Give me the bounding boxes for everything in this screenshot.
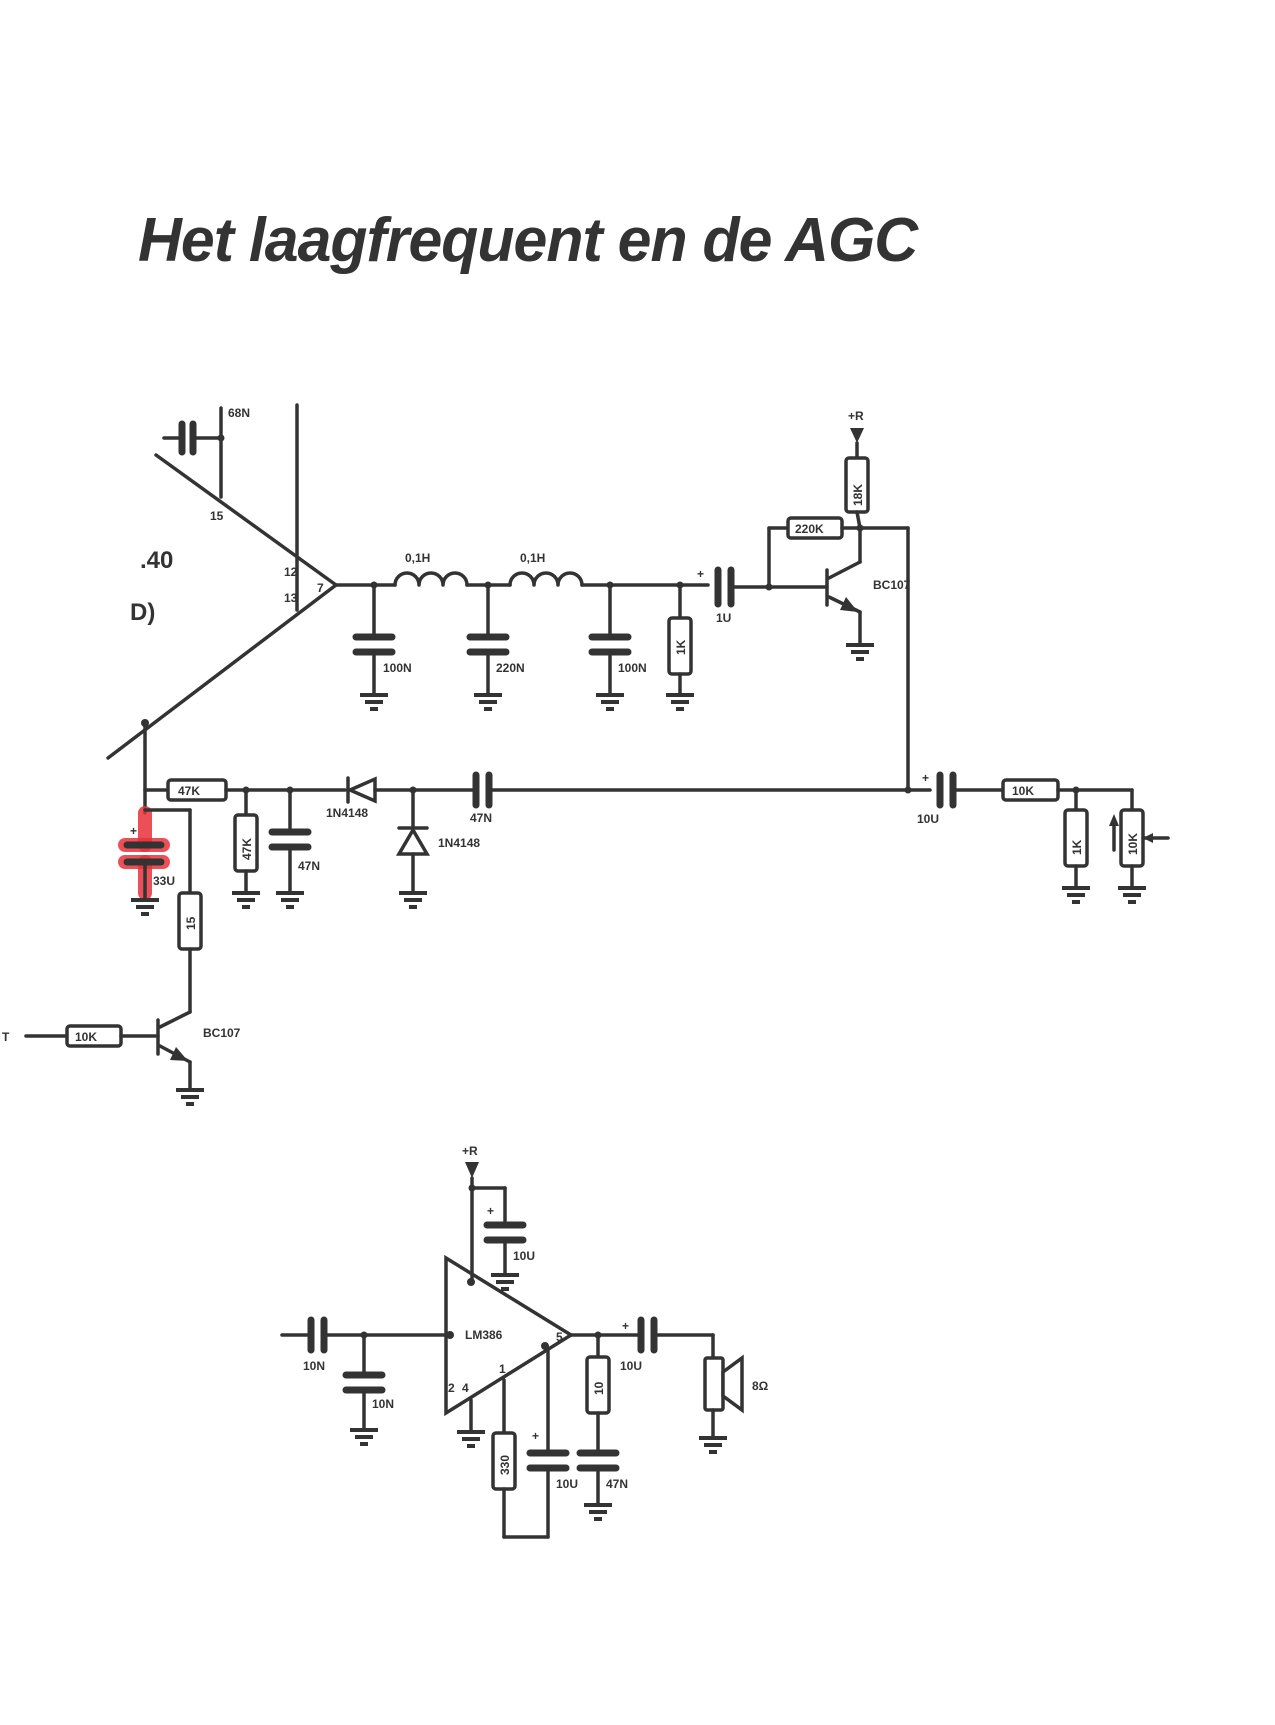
resistor-10k-base-label: 10K	[75, 1030, 97, 1044]
pin-7-label: 7	[317, 581, 324, 595]
cap-100n-a-label: 100N	[383, 661, 412, 675]
cap-47n-zobel-label: 47N	[606, 1477, 628, 1491]
ic-main: 15 12 13 7 .40 D)	[106, 403, 338, 760]
cap-68n: 68N	[162, 406, 250, 499]
preamp-supply-label: +R	[848, 409, 864, 423]
resistor-47k-series-label: 47K	[178, 784, 200, 798]
pin-2-label: 2	[448, 1381, 455, 1395]
pin-15-label: 15	[210, 509, 224, 523]
diode-series	[345, 776, 377, 804]
gain-cap-polarity: +	[532, 1429, 539, 1443]
diode-series-label: 1N4148	[326, 806, 368, 820]
inductor-1-label: 0,1H	[405, 551, 430, 565]
pin-5-label: 5	[556, 1330, 563, 1344]
lowpass-filter: 0,1H 0,1H 100N 220N 1	[334, 551, 710, 711]
ic-edge-top	[154, 453, 338, 587]
cap-220n-label: 220N	[496, 661, 525, 675]
cap-10n-shunt-label: 10N	[372, 1397, 394, 1411]
inductor-2-label: 0,1H	[520, 551, 545, 565]
agc-transistor-label: BC107	[203, 1026, 241, 1040]
pin-1-label: 1	[499, 1362, 506, 1376]
output-cap-polarity: +	[622, 1319, 629, 1333]
cap-100n-a: 100N	[352, 581, 412, 711]
agc-line: 47K 47K 47N 1N4148 1N4148 47N	[141, 719, 932, 909]
output-network: + 10U 10K 1K 10K	[917, 771, 1170, 904]
resistor-330-label: 330	[498, 1455, 512, 1475]
amp-supply-polarity: +	[487, 1204, 494, 1218]
amp-supply-label: +R	[462, 1144, 478, 1158]
agc-polarity: +	[130, 824, 137, 838]
resistor-18k-label: 18K	[851, 484, 865, 506]
preamp-polarity: +	[697, 567, 704, 581]
cap-47n-shunt-label: 47N	[298, 859, 320, 873]
cap-1u-label: 1U	[716, 611, 731, 625]
cap-10u-output-label: 10U	[917, 812, 939, 826]
resistor-1k-shunt	[1063, 808, 1089, 868]
pin-12-label: 12	[284, 565, 298, 579]
cap-33u-label: 33U	[153, 874, 175, 888]
ic-suffix-fragment: D)	[130, 599, 155, 626]
pin-13-label: 13	[284, 591, 298, 605]
resistor-1k-shunt-label: 1K	[1070, 839, 1084, 855]
speaker-icon	[703, 1354, 744, 1414]
cap-10u-gain-label: 10U	[556, 1477, 578, 1491]
volume-pot-label: 10K	[1126, 833, 1140, 855]
cap-10u-supply-label: 10U	[513, 1249, 535, 1263]
resistor-47k-shunt-label: 47K	[240, 838, 254, 860]
resistor-15-label: 15	[184, 916, 198, 930]
cap-10n-input-label: 10N	[303, 1359, 325, 1373]
speaker-label: 8Ω	[752, 1379, 769, 1393]
cap-100n-b: 100N	[588, 581, 647, 711]
lm386-label: LM386	[465, 1328, 503, 1342]
resistor-10-label: 10	[592, 1381, 606, 1395]
ic-number-fragment: .40	[140, 547, 173, 574]
output-polarity: +	[922, 771, 929, 785]
cap-220n: 220N	[466, 581, 525, 711]
preamp-transistor-label: BC107	[873, 578, 911, 592]
cap-47n-coupling-label: 47N	[470, 811, 492, 825]
diode-shunt-label: 1N4148	[438, 836, 480, 850]
pin-4-label: 4	[462, 1381, 469, 1395]
inductor-1	[393, 571, 469, 587]
resistor-1k-load-label: 1K	[674, 639, 688, 655]
cap-68n-label: 68N	[228, 406, 250, 420]
cap-100n-b-label: 100N	[618, 661, 647, 675]
resistor-10k-series-label: 10K	[1012, 784, 1034, 798]
resistor-1k-load: 1K	[664, 581, 696, 711]
power-amp: LM386 2 4 1 5 +R + 10U 10N 10N	[280, 1144, 769, 1539]
resistor-220k-label: 220K	[795, 522, 824, 536]
page-title: Het laagfrequent en de AGC	[138, 206, 918, 275]
inductor-2	[508, 571, 584, 587]
agc-control: + 33U 15 T 10K BC107	[2, 806, 241, 1106]
preamp-stage: + 1U 220K +R 18K BC107	[697, 409, 911, 792]
diode-shunt	[395, 826, 431, 856]
cap-10u-output-amp-label: 10U	[620, 1359, 642, 1373]
agc-input-fragment: T	[2, 1030, 10, 1044]
